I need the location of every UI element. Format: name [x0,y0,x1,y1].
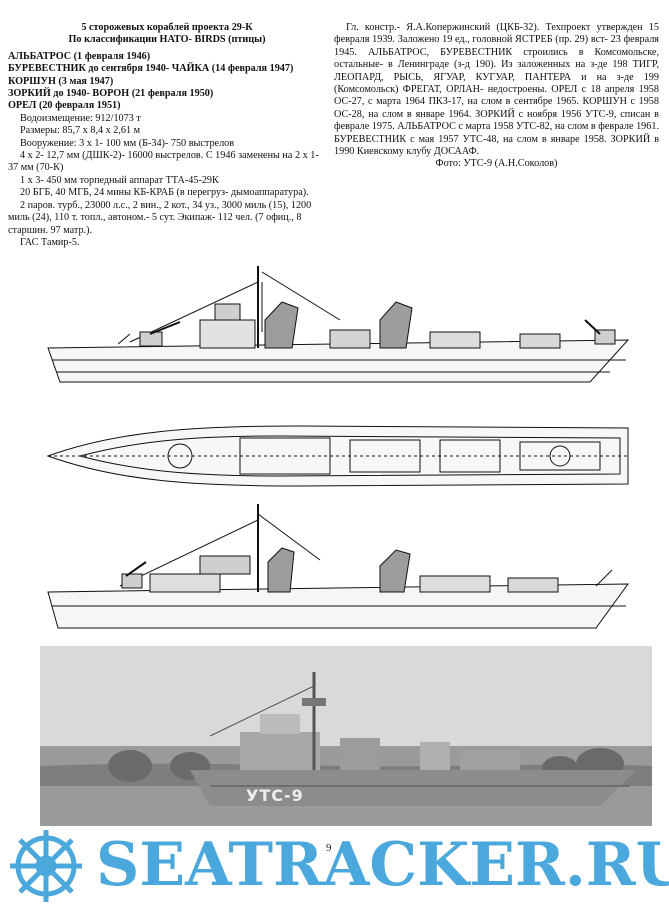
watermark-logo: SEATRACKER.RU 9 [0,826,669,907]
spec-line: Водоизмещение: 912/1073 т [20,112,141,124]
spec-line: 20 БГБ, 40 МГБ, 24 мины КБ-КРАБ (в перег… [20,187,309,199]
left-column: 5 сторожевых кораблей проекта 29-К По кл… [8,22,326,249]
photo-credit: Фото: УТС-9 (А.Н.Соколов) [435,158,558,170]
history-paragraph: Гл. констр.- Я.А.Копержинский (ЦКБ-32). … [334,22,659,158]
ship-wheel-icon [10,830,82,902]
spec-line: 2 паров. турб., 23000 л.с., 2 вин., 2 ко… [8,199,312,236]
ship-name: БУРЕВЕСТНИК до сентября 1940- ЧАЙКА (14 … [8,63,294,75]
ship-name: КОРШУН (3 мая 1947) [8,75,114,87]
ship-deck-plan-drawing [46,425,629,487]
right-column: Гл. констр.- Я.А.Копержинский (ЦКБ-32). … [334,22,659,171]
ship-name: АЛЬБАТРОС (1 февраля 1946) [8,50,151,62]
ship-photo: УТС-9 [40,646,652,826]
spec-line: Вооружение: 3 х 1- 100 мм (Б-34)- 750 вы… [20,137,235,149]
nato-class-title: По классификации НАТО- BIRDS (птицы) [68,34,266,46]
watermark-text: SEATRACKER.RU [96,830,669,900]
page-number: 9 [326,842,332,854]
ship-name: ОРЕЛ (20 февраля 1951) [8,100,121,112]
spec-line: 1 х 3- 450 мм торпедный аппарат ТТА-45-2… [20,174,219,186]
ship-class-title: 5 сторожевых кораблей проекта 29-К [81,22,253,33]
spec-line: 4 х 2- 12,7 мм (ДШК-2)- 16000 выстрелов.… [8,150,319,174]
spec-line: ГАС Тамир-5. [20,236,80,248]
hull-number: УТС-9 [246,786,304,805]
ship-side-profile-late-drawing [47,504,629,629]
ship-name: ЗОРКИЙ до 1940- ВОРОН (21 февраля 1950) [8,88,214,100]
spec-line: Размеры: 85,7 х 8,4 х 2,61 м [20,125,141,137]
ship-side-profile-drawing [47,266,630,383]
